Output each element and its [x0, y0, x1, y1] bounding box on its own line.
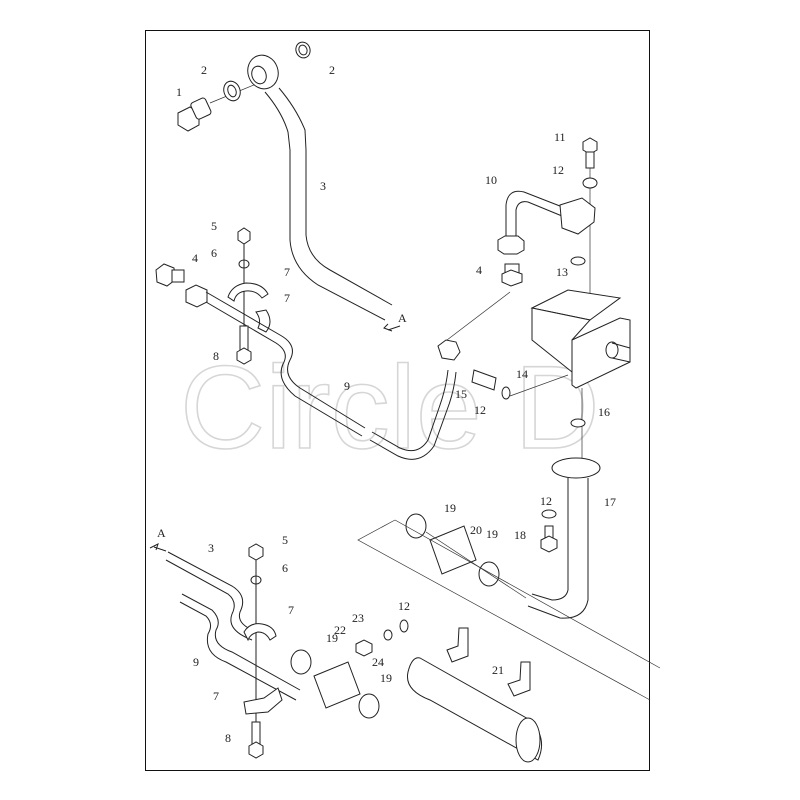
washer-icon	[399, 619, 409, 633]
callout-2: 2	[329, 63, 335, 77]
pipe-clamp-icon	[227, 282, 269, 302]
washer-icon	[582, 177, 598, 189]
sealing-washer-icon	[295, 41, 311, 59]
callout-12: 12	[474, 403, 486, 417]
callout-22: 22	[334, 623, 346, 637]
o-ring-icon	[570, 256, 586, 266]
adapter-fitting-icon	[501, 263, 523, 287]
callout-19: 19	[444, 501, 456, 515]
callout-11: 11	[554, 130, 566, 144]
return-pipe-icon	[185, 284, 457, 460]
callout-17: 17	[604, 495, 616, 509]
plug-icon	[471, 369, 497, 391]
callout-8: 8	[213, 349, 219, 363]
bolt-icon	[236, 325, 252, 365]
callout-9: 9	[344, 379, 350, 393]
washer-icon	[541, 509, 557, 519]
callout-8: 8	[225, 731, 231, 745]
pump-pipe-icon	[505, 190, 596, 240]
callout-18: 18	[514, 528, 526, 542]
callout-24: 24	[372, 655, 384, 669]
callout-23: 23	[352, 611, 364, 625]
view-marker-label: A	[157, 526, 166, 540]
suction-pipe-icon	[527, 457, 601, 619]
sealing-washer-icon	[223, 80, 241, 102]
callout-6: 6	[211, 246, 217, 260]
hydraulic-pump-icon	[530, 289, 631, 389]
callout-1: 1	[176, 85, 182, 99]
pressure-pipe-icon	[247, 54, 393, 321]
bolt-icon	[582, 137, 598, 169]
callout-16: 16	[598, 405, 610, 419]
nut-icon	[237, 227, 251, 245]
callout-21: 21	[492, 663, 504, 677]
plug-icon	[355, 639, 373, 657]
hose-clamp-icon	[358, 693, 380, 719]
tube-nut-icon	[497, 235, 525, 255]
o-ring-icon	[570, 418, 586, 428]
callout-7: 7	[284, 265, 290, 279]
callout-7: 7	[213, 689, 219, 703]
pressure-pipe-icon	[165, 551, 259, 641]
hose-clamp-icon	[478, 561, 500, 587]
view-arrow-a-icon	[149, 543, 167, 552]
hose-clamp-icon	[290, 649, 312, 675]
callout-14: 14	[516, 367, 528, 381]
callout-3: 3	[208, 541, 214, 555]
callout-6: 6	[282, 561, 288, 575]
watermark: Circle D	[180, 342, 600, 474]
callout-4: 4	[476, 263, 482, 277]
callout-9: 9	[193, 655, 199, 669]
callout-4: 4	[192, 251, 198, 265]
callout-20: 20	[470, 523, 482, 537]
callout-5: 5	[282, 533, 288, 547]
hose-icon	[313, 661, 361, 709]
callout-19: 19	[486, 527, 498, 541]
callout-13: 13	[556, 265, 568, 279]
callout-12: 12	[552, 163, 564, 177]
tube-nut-icon	[437, 339, 461, 361]
callout-7: 7	[284, 291, 290, 305]
callout-12: 12	[540, 494, 552, 508]
washer-icon	[383, 629, 393, 641]
view-marker-label: A	[398, 311, 407, 325]
pipe-clamp-icon	[255, 309, 271, 333]
callout-19: 19	[380, 671, 392, 685]
callout-10: 10	[485, 173, 497, 187]
pipe-clamp-icon	[243, 623, 277, 642]
callout-2: 2	[201, 63, 207, 77]
return-pipe-icon	[179, 593, 301, 701]
washer-icon	[501, 386, 511, 400]
adapter-fitting-icon	[155, 263, 185, 287]
pipe-clamp-icon	[243, 687, 283, 715]
filter-icon	[406, 627, 543, 763]
callout-7: 7	[288, 603, 294, 617]
callout-19: 19	[326, 631, 338, 645]
callout-15: 15	[455, 387, 467, 401]
callout-3: 3	[320, 179, 326, 193]
hose-clamp-icon	[405, 513, 427, 539]
callout-5: 5	[211, 219, 217, 233]
bolt-icon	[248, 721, 264, 759]
diagram-frame	[145, 30, 650, 771]
nut-icon	[248, 543, 264, 561]
view-arrow-a-icon	[383, 323, 401, 332]
banjo-bolt-icon	[177, 97, 212, 132]
callout-12: 12	[398, 599, 410, 613]
bolt-icon	[540, 525, 558, 553]
